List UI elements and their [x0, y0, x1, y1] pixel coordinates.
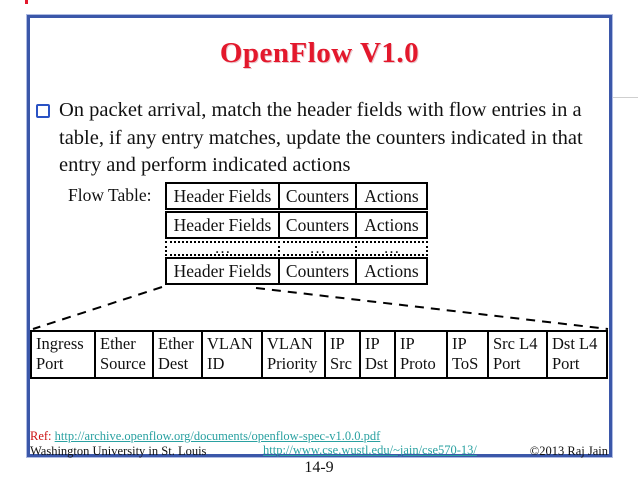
header-field-cell: Src L4 Port: [487, 330, 548, 379]
bullet-text: On packet arrival, match the header fiel…: [59, 99, 583, 176]
header-field-cell: IP Dst: [359, 330, 396, 379]
flow-table-cell: Header Fields: [165, 211, 280, 239]
flow-table-row: Header Fields Counters Actions: [165, 211, 428, 239]
flow-table-cell: …: [355, 240, 428, 256]
flow-table-ellipsis-row: … … …: [165, 240, 428, 256]
ref-spec-link[interactable]: http://archive.openflow.org/documents/op…: [54, 429, 381, 443]
top-edge-red-mark: [25, 0, 28, 4]
ref-label: Ref:: [30, 429, 52, 443]
flow-table-cell: Header Fields: [165, 257, 280, 285]
flow-table-cell: Actions: [355, 211, 428, 239]
affiliation-text: Washington University in St. Louis: [30, 444, 207, 458]
bullet-item: On packet arrival, match the header fiel…: [36, 97, 611, 180]
header-field-cell: Ether Source: [94, 330, 154, 379]
course-page-link[interactable]: http://www.cse.wustl.edu/~jain/cse570-13…: [263, 443, 477, 457]
header-field-cell: Dst L4 Port: [546, 330, 608, 379]
copyright-text: ©2013 Raj Jain: [529, 444, 608, 458]
header-fields-table: Ingress Port Ether Source Ether Dest VLA…: [30, 330, 608, 379]
header-field-cell: VLAN ID: [201, 330, 263, 379]
flow-table-cell: Actions: [355, 257, 428, 285]
header-field-cell: IP ToS: [446, 330, 489, 379]
header-field-cell: Ingress Port: [30, 330, 96, 379]
header-field-cell: VLAN Priority: [261, 330, 326, 379]
flow-table-cell: …: [165, 240, 280, 256]
flow-table-row: Header Fields Counters Actions: [165, 257, 428, 285]
slide-page-number: 14-9: [304, 459, 334, 476]
square-bullet-icon: [36, 104, 50, 118]
reference-line: Ref: http://archive.openflow.org/documen…: [30, 429, 380, 444]
flow-table-cell: …: [278, 240, 357, 256]
flow-table-cell: Counters: [278, 211, 357, 239]
scan-artifact-line: [612, 97, 638, 98]
header-field-cell: Ether Dest: [152, 330, 203, 379]
flow-table-label: Flow Table:: [68, 185, 152, 205]
flow-table-row: Header Fields Counters Actions: [165, 182, 428, 210]
flow-table-cell: Counters: [278, 257, 357, 285]
slide-border-frame: [27, 15, 612, 457]
flow-table-cell: Actions: [355, 182, 428, 210]
header-field-cell: IP Proto: [394, 330, 448, 379]
slide-title: OpenFlow V1.0: [219, 37, 420, 69]
flow-table-cell: Header Fields: [165, 182, 280, 210]
flow-table-cell: Counters: [278, 182, 357, 210]
header-field-cell: IP Src: [324, 330, 361, 379]
